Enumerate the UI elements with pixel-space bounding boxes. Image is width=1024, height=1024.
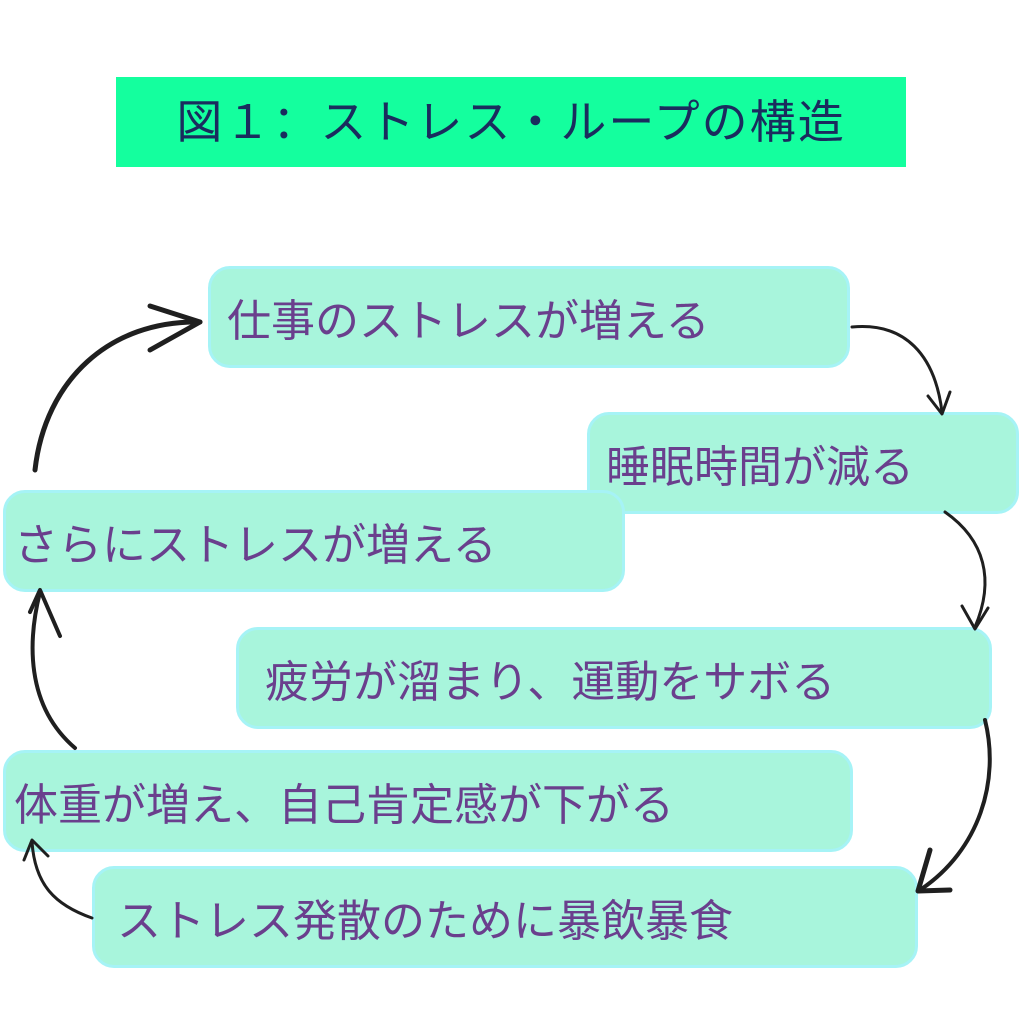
arrowhead-icon [915,847,953,894]
arrow-work-to-sleep [850,325,944,414]
arrow-weight-to-more-stress [30,590,77,750]
arrowhead-icon [147,303,203,353]
arrowhead-icon [28,588,62,638]
node-binge-eating: ストレス発散のために暴飲暴食 [92,866,918,968]
node-more-stress: さらにストレスが増える [3,490,625,592]
node-label: 疲労が溜まり、運動をサボる [265,657,836,708]
node-weight-self-esteem: 体重が増え、自己肯定感が下がる [3,750,853,852]
arrowhead-icon [960,604,990,631]
arrow-fatigue-to-binge [918,718,992,892]
arrow-sleep-to-fatigue [943,510,987,629]
node-label: 仕事のストレスが増える [227,296,710,347]
node-label: 睡眠時間が減る [606,442,914,493]
arrow-binge-to-weight [30,840,94,920]
node-work-stress: 仕事のストレスが増える [208,266,850,368]
node-label: ストレス発散のために暴飲暴食 [117,896,733,947]
node-label: さらにストレスが増える [14,520,497,571]
arrowhead-icon [926,390,952,416]
node-sleep-decrease: 睡眠時間が減る [587,412,1019,514]
node-fatigue-skip-exercise: 疲労が溜まり、運動をサボる [236,627,992,729]
figure-title: 図１：ストレス・ループの構造 [116,77,906,167]
node-label: 体重が増え、自己肯定感が下がる [14,780,674,831]
arrow-more-stress-to-work [32,319,203,473]
